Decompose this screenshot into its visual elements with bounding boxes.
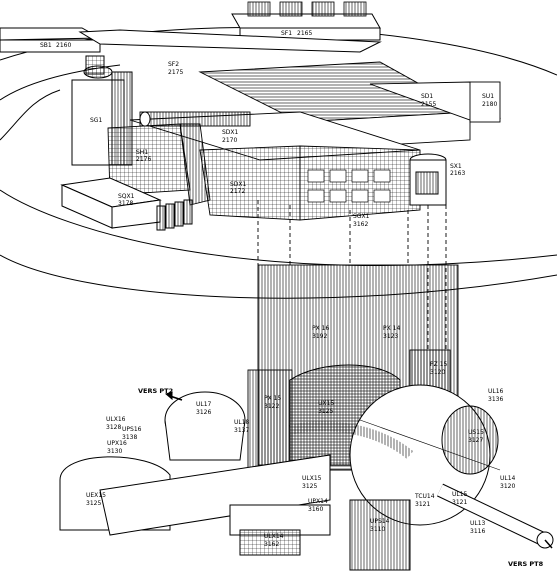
- label-ups16-name: UPS16: [122, 426, 142, 433]
- label-ul15-name: UL15: [452, 491, 468, 498]
- label-sgx1-num: 3162: [353, 221, 368, 228]
- label-ulx15-name: ULX15: [302, 475, 322, 482]
- building-sf1: [231, 1, 381, 41]
- label-ul17-num: 3126: [196, 409, 211, 416]
- label-pz15-num: 3120: [430, 369, 445, 376]
- label-sg1-name: SG1: [90, 117, 102, 124]
- label-ulx14-name: ULX14: [264, 533, 284, 540]
- label-upx14-name: UPX14: [308, 498, 328, 505]
- label-ups14-num: 3110: [370, 526, 385, 533]
- label-ux15-num: 3125: [318, 408, 333, 415]
- label-ul14-name: UL14: [500, 475, 516, 482]
- label-ups16-num: 3138: [122, 434, 137, 441]
- caverns: [59, 364, 554, 571]
- label-sb1-num: 2160: [56, 42, 71, 49]
- label-sdx1-mid-name: SDX1: [230, 181, 247, 188]
- label-sd1-num: 2155: [421, 101, 436, 108]
- label-sh1-name: SH1: [136, 149, 148, 156]
- label-tcu14-num: 3121: [415, 501, 430, 508]
- label-ul13-name: UL13: [470, 520, 486, 527]
- label-ul17-name: UL17: [196, 401, 212, 408]
- label-px16-name: PX 16: [312, 325, 329, 332]
- label-su1-name: SU1: [482, 93, 494, 100]
- label-vers-pt8: VERS PT8: [508, 560, 544, 568]
- label-px15-name: PX 15: [264, 395, 281, 402]
- label-sdx1-top-name: SDX1: [222, 129, 239, 136]
- label-us15-num: 3127: [468, 437, 483, 444]
- labels: SF1 2165 SB1 2160 SF2 2175 SD1 2155 SU1 …: [40, 30, 544, 568]
- label-ulx15-num: 3125: [302, 483, 317, 490]
- label-us15-name: US15: [468, 429, 484, 436]
- label-uex15-num: 3125: [86, 500, 101, 507]
- label-upx16-num: 3130: [107, 448, 122, 455]
- label-ul16-name: UL16: [488, 388, 504, 395]
- label-sqx1-name: SQX1: [118, 193, 135, 200]
- label-px16-num: 3192: [312, 333, 327, 340]
- label-sf2-name: SF2: [168, 61, 179, 68]
- label-su1-num: 2180: [482, 101, 497, 108]
- label-sx1-num: 2163: [450, 170, 465, 177]
- label-ulx16-num: 3128: [106, 424, 121, 431]
- label-px14-num: 3123: [383, 333, 398, 340]
- label-sgx1-name: SGX1: [353, 213, 370, 220]
- label-ul16-num: 3136: [488, 396, 503, 403]
- label-sf1-num: 2165: [297, 30, 312, 37]
- label-sx1-name: SX1: [450, 163, 462, 170]
- label-ux15-name: UX15: [318, 400, 334, 407]
- building-complex: [107, 61, 501, 221]
- building-sx1: [409, 153, 447, 206]
- label-px15-num: 3122: [264, 403, 279, 410]
- label-ul14-num: 3120: [500, 483, 515, 490]
- building-sqx1: [60, 177, 193, 231]
- label-vers-pt2: VERS PT2: [138, 387, 173, 395]
- label-upx16-name: UPX16: [107, 440, 127, 447]
- label-ul15-num: 3121: [452, 499, 467, 506]
- label-pz15-name: PZ 15: [430, 361, 447, 368]
- label-uex15-name: UEX15: [86, 492, 106, 499]
- label-sd1-name: SD1: [421, 93, 433, 100]
- label-sf1-name: SF1: [281, 30, 292, 37]
- label-sdx1-mid-num: 2172: [230, 188, 245, 195]
- arrow-icons: [164, 391, 553, 549]
- label-ul18-name: UL18: [234, 419, 250, 426]
- label-sqx1-num: 3178: [118, 200, 133, 207]
- label-sb1-name: SB1: [40, 42, 52, 49]
- label-upx14-num: 3160: [308, 506, 323, 513]
- label-px14-name: PX 14: [383, 325, 400, 332]
- label-tcu14-name: TCU14: [414, 493, 435, 500]
- label-ulx14-num: 3162: [264, 541, 279, 548]
- label-sdx1-top-num: 2170: [222, 137, 237, 144]
- label-ul18-num: 3137: [234, 427, 249, 434]
- label-ulx16-name: ULX16: [106, 416, 126, 423]
- label-sf2-num: 2175: [168, 69, 183, 76]
- label-ups14-name: UPS14: [370, 518, 390, 525]
- building-sb1: [0, 27, 382, 53]
- label-sh1-num: 2176: [136, 156, 151, 163]
- label-ul13-num: 3116: [470, 528, 485, 535]
